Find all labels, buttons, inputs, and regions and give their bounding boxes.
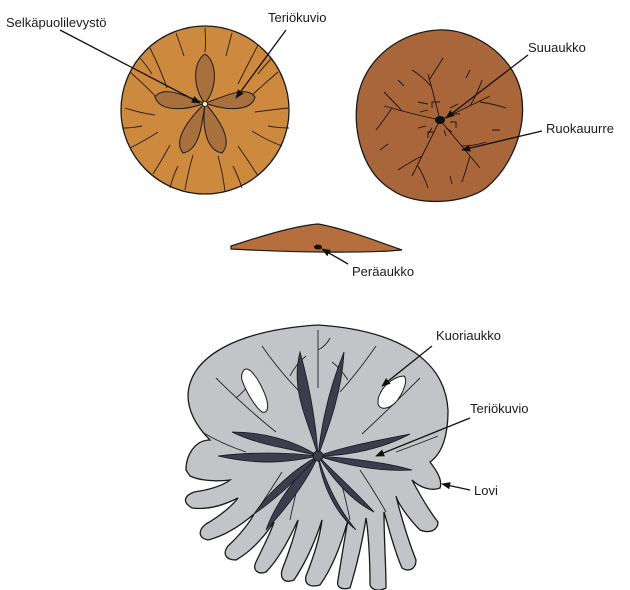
oral-view [356, 30, 522, 202]
label-notch: Lovi [474, 483, 498, 498]
label-lunule: Kuoriaukko [436, 328, 501, 343]
label-anus: Peräaukko [352, 264, 414, 279]
apical-disc [202, 101, 207, 106]
arrow-notch [442, 484, 470, 490]
grey-apical-disc [313, 451, 323, 461]
label-petal-top: Teriökuvio [268, 10, 327, 25]
label-dorsal-plate: Selkäpuolilevystö [6, 15, 106, 30]
label-petal-bottom: Teriökuvio [470, 401, 529, 416]
mouth-opening [435, 116, 445, 124]
side-view [231, 224, 402, 252]
label-mouth: Suuaukko [528, 40, 586, 55]
aboral-view [121, 26, 289, 194]
anus-opening [314, 245, 322, 250]
label-food-groove: Ruokauurre [546, 121, 614, 136]
oral-test [356, 30, 522, 202]
